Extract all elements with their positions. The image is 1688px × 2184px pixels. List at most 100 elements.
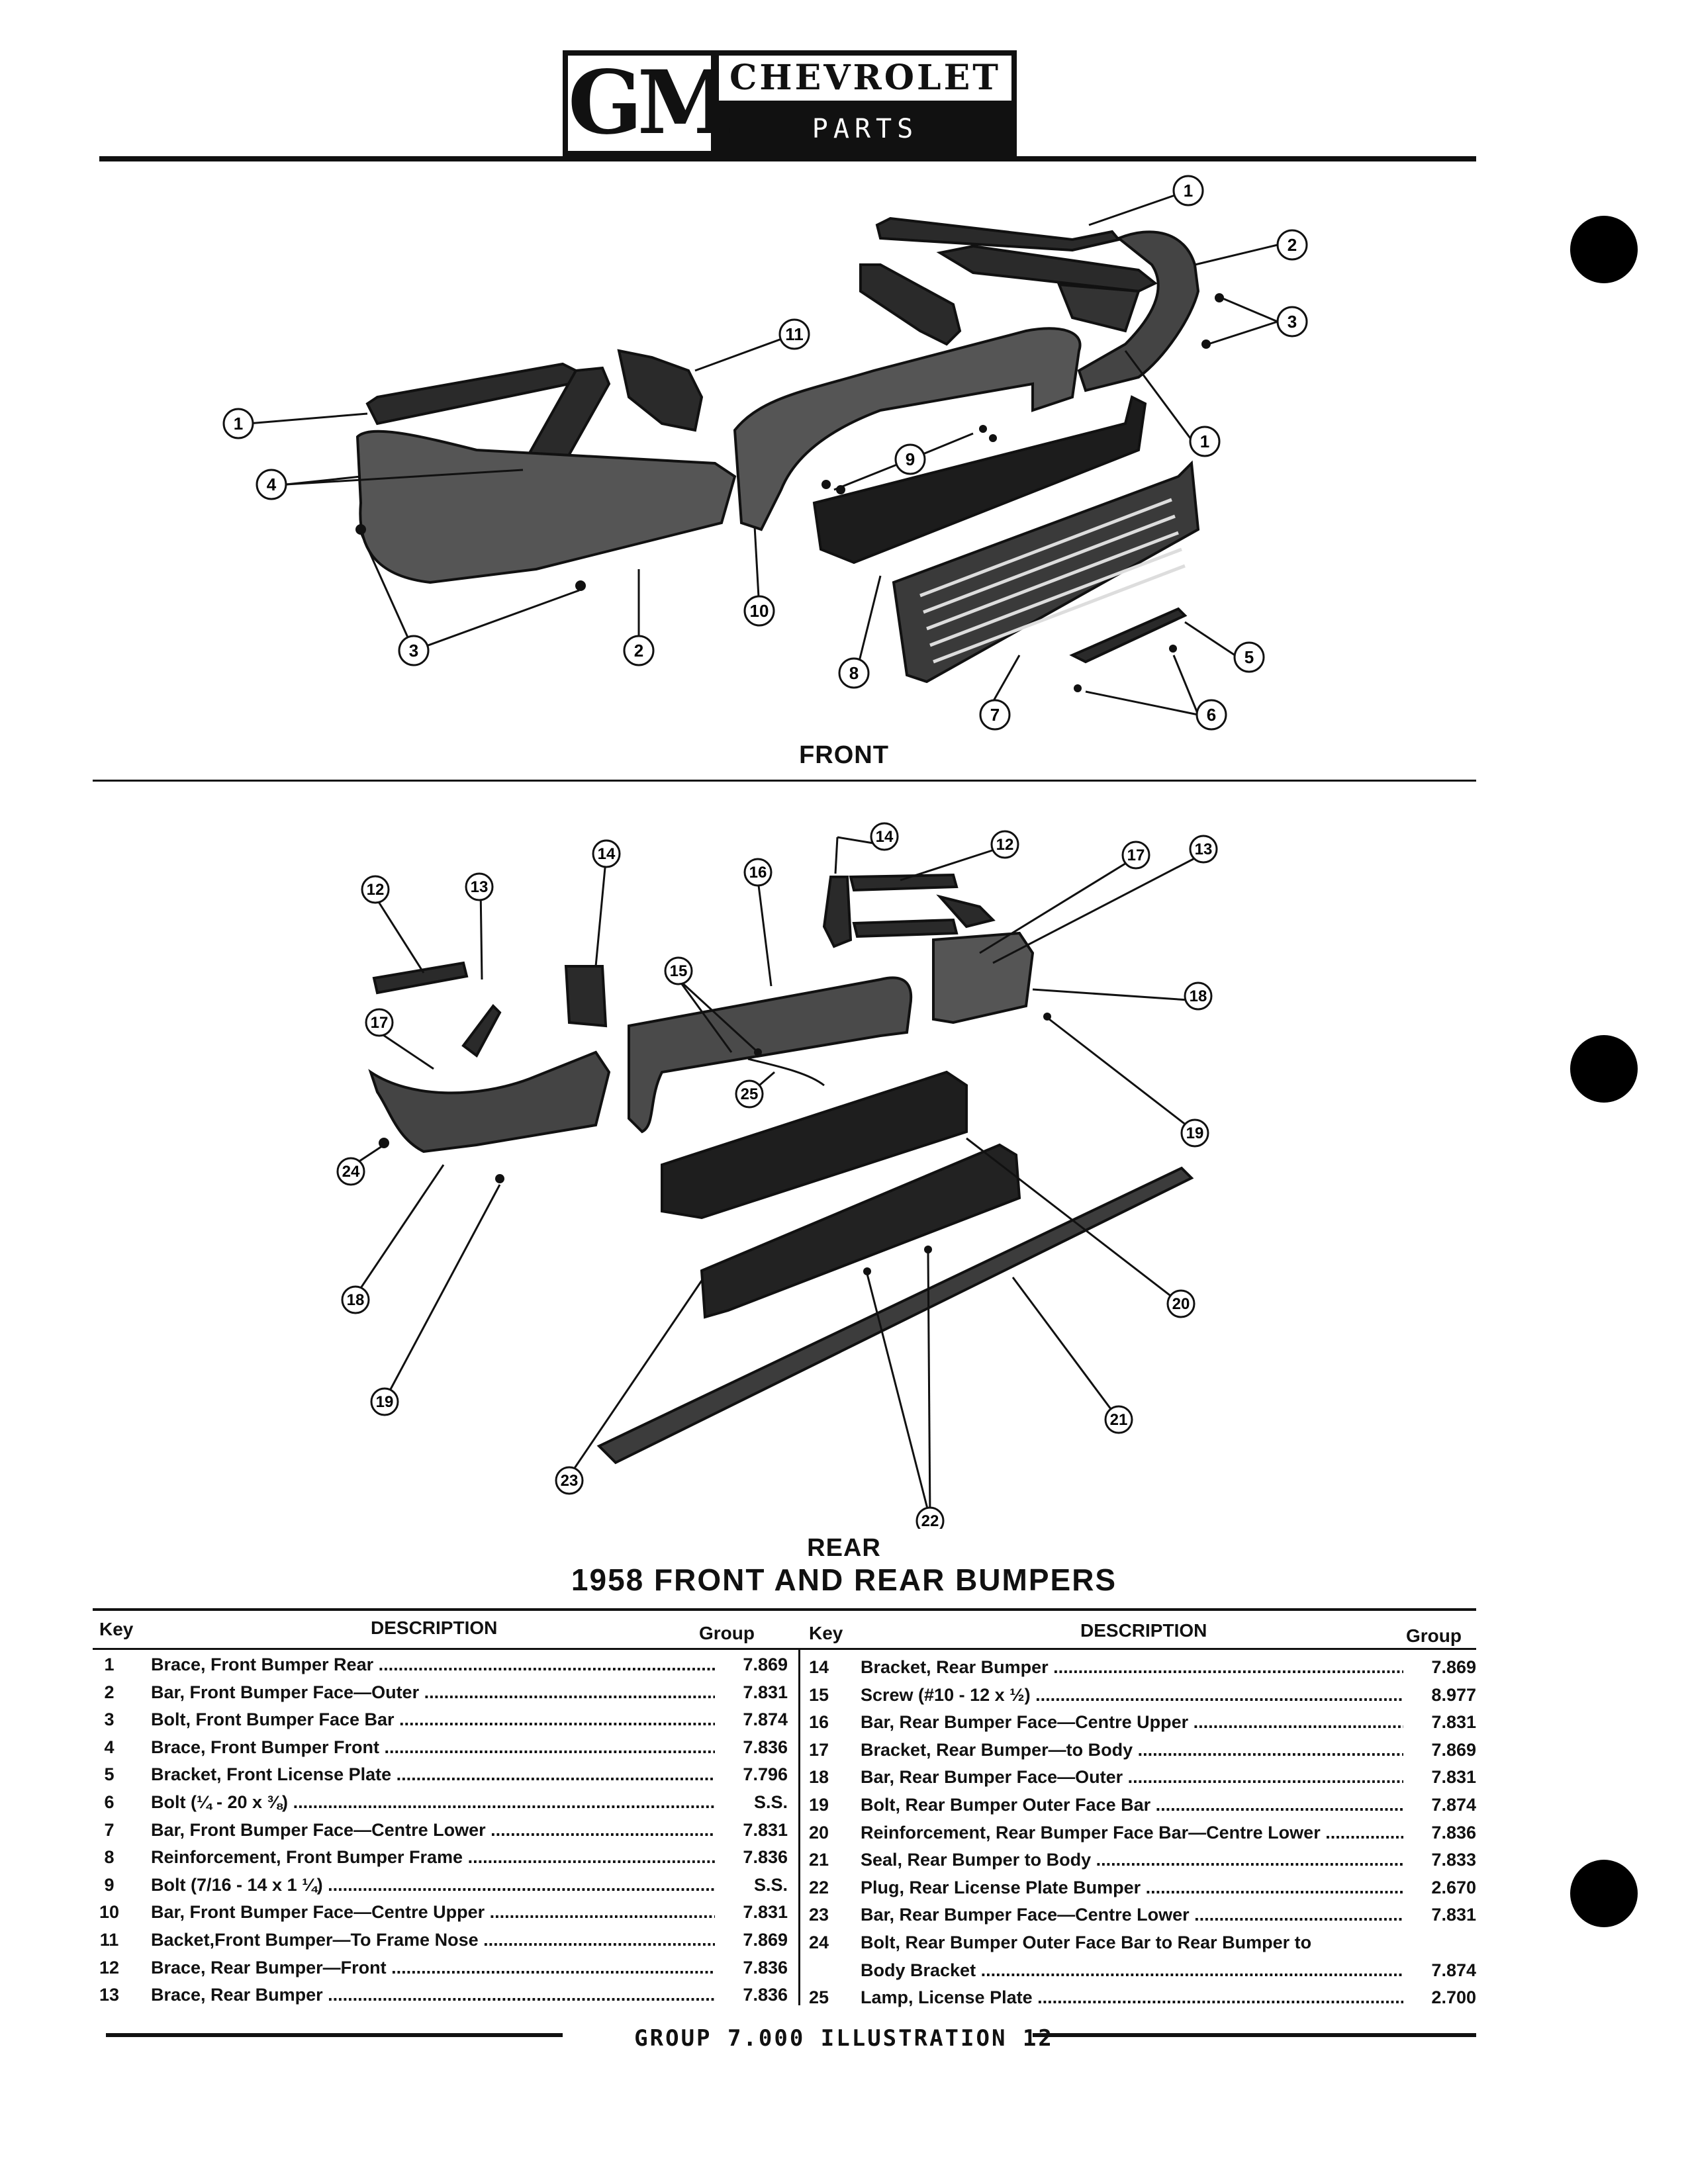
part-key: 10 bbox=[99, 1902, 120, 1923]
rear-bumper-bracket-right bbox=[822, 876, 853, 948]
part-group: 7.831 bbox=[716, 1678, 788, 1706]
svg-text:4: 4 bbox=[267, 475, 277, 494]
svg-text:14: 14 bbox=[598, 845, 616, 863]
svg-text:12: 12 bbox=[367, 881, 385, 899]
part-group: 7.836 bbox=[716, 1953, 788, 1981]
svg-text:12: 12 bbox=[996, 836, 1014, 854]
part-key: 18 bbox=[808, 1767, 829, 1788]
svg-text:2: 2 bbox=[1288, 235, 1297, 255]
table-column-divider bbox=[798, 1648, 800, 2005]
part-group: 7.836 bbox=[1405, 1818, 1476, 1846]
callout-12-right: 12 bbox=[990, 830, 1019, 859]
front-bumper-exploded-view: 1 2 3 1 11 1 4 9 3 2 10 8 7 5 6 bbox=[222, 175, 1308, 731]
part-group: S.S. bbox=[716, 1870, 788, 1899]
footer-rule-left bbox=[106, 2033, 563, 2037]
svg-text:17: 17 bbox=[371, 1014, 389, 1032]
part-description: Brace, Front Bumper Rear bbox=[151, 1651, 715, 1678]
parts-row: 12 Brace, Rear Bumper—Front7.836 bbox=[93, 1953, 788, 1981]
part-description: Brace, Rear Bumper bbox=[151, 1981, 715, 2009]
table-top-rule bbox=[93, 1608, 1476, 1611]
front-bumper-rear-brace-left bbox=[365, 362, 578, 426]
front-bumper-frame-reinforcement bbox=[812, 395, 1147, 565]
part-description: Bolt (¼ - 20 x ⅜) bbox=[151, 1788, 715, 1816]
callout-3-left: 3 bbox=[398, 635, 430, 666]
svg-text:23: 23 bbox=[561, 1472, 579, 1490]
rear-bumper-front-brace-left bbox=[372, 961, 469, 995]
part-key: 4 bbox=[104, 1737, 115, 1757]
part-key: 15 bbox=[808, 1684, 829, 1705]
part-description: Screw (#10 - 12 x ½) bbox=[861, 1681, 1403, 1709]
svg-text:24: 24 bbox=[342, 1163, 360, 1181]
callout-17-left: 17 bbox=[365, 1008, 394, 1037]
part-group: 7.874 bbox=[1405, 1956, 1476, 1984]
rear-bumper-brace-left bbox=[461, 1003, 502, 1058]
part-description: Bolt, Rear Bumper Outer Face Bar to Rear… bbox=[861, 1933, 1312, 1952]
callout-6: 6 bbox=[1196, 699, 1227, 731]
callout-24: 24 bbox=[336, 1157, 365, 1186]
binder-hole-top bbox=[1570, 216, 1638, 283]
part-group: 7.874 bbox=[1405, 1791, 1476, 1819]
part-description: Reinforcement, Front Bumper Frame bbox=[151, 1843, 715, 1871]
rear-bumper-brace-right bbox=[936, 894, 996, 929]
callout-22: 22 bbox=[915, 1506, 945, 1529]
svg-text:25: 25 bbox=[741, 1085, 759, 1103]
rear-bumper-front-brace-right bbox=[849, 873, 959, 892]
part-key: 14 bbox=[808, 1657, 829, 1677]
part-key: 22 bbox=[808, 1877, 829, 1897]
callout-18-left: 18 bbox=[341, 1285, 370, 1314]
part-group: 7.831 bbox=[1405, 1708, 1476, 1737]
part-key: 13 bbox=[99, 1985, 120, 2005]
part-key: 16 bbox=[808, 1712, 829, 1733]
callout-19-left: 19 bbox=[370, 1387, 399, 1416]
callout-9: 9 bbox=[894, 443, 926, 475]
svg-text:14: 14 bbox=[876, 828, 894, 846]
callout-3: 3 bbox=[1276, 306, 1308, 338]
callout-21: 21 bbox=[1104, 1405, 1133, 1434]
rear-bumper-face-centre-lower bbox=[700, 1143, 1021, 1319]
brand-name: CHEVROLET bbox=[719, 56, 1011, 101]
part-key: 2 bbox=[104, 1682, 115, 1702]
front-callouts: 1 2 3 1 11 1 4 9 3 2 10 8 7 5 6 bbox=[222, 175, 1308, 731]
part-key: 17 bbox=[808, 1739, 829, 1760]
part-group: 7.831 bbox=[1405, 1901, 1476, 1929]
part-key: 11 bbox=[99, 1930, 119, 1950]
rear-bumper-face-centre-upper bbox=[628, 976, 913, 1134]
svg-text:9: 9 bbox=[906, 449, 915, 469]
rear-bumper-to-body-seal bbox=[596, 1166, 1194, 1465]
svg-text:20: 20 bbox=[1172, 1295, 1190, 1313]
rear-bumper-to-body-bracket-right bbox=[852, 918, 959, 938]
part-description: Lamp, License Plate bbox=[861, 1983, 1403, 2011]
front-bumper-face-outer-left bbox=[355, 430, 737, 584]
front-license-plate-bracket bbox=[1069, 607, 1188, 664]
part-group: S.S. bbox=[716, 1788, 788, 1816]
left-key-header: Key bbox=[99, 1619, 134, 1639]
callout-13-left: 13 bbox=[465, 872, 494, 901]
callout-18-right: 18 bbox=[1184, 981, 1213, 1011]
part-group: 7.836 bbox=[716, 1843, 788, 1872]
front-bumper-rear-brace-right bbox=[875, 216, 1121, 252]
part-description: Brace, Rear Bumper—Front bbox=[151, 1954, 715, 1981]
part-key: 21 bbox=[808, 1850, 829, 1870]
part-description: Seal, Rear Bumper to Body bbox=[861, 1846, 1403, 1874]
binder-hole-middle bbox=[1570, 1035, 1638, 1103]
part-description: Bracket, Rear Bumper—to Body bbox=[861, 1736, 1403, 1764]
part-group: 7.874 bbox=[716, 1706, 788, 1734]
part-group: 2.670 bbox=[1405, 1873, 1476, 1901]
parts-row: 6 Bolt (¼ - 20 x ⅜)S.S. bbox=[93, 1788, 788, 1816]
part-key: 12 bbox=[99, 1957, 120, 1978]
svg-text:8: 8 bbox=[849, 663, 859, 683]
part-key: 6 bbox=[104, 1792, 115, 1812]
rear-bumper-bracket-left bbox=[564, 965, 608, 1028]
part-group: 7.833 bbox=[1405, 1846, 1476, 1874]
callout-23: 23 bbox=[555, 1466, 584, 1495]
part-description: Body Bracket bbox=[861, 1956, 1403, 1984]
